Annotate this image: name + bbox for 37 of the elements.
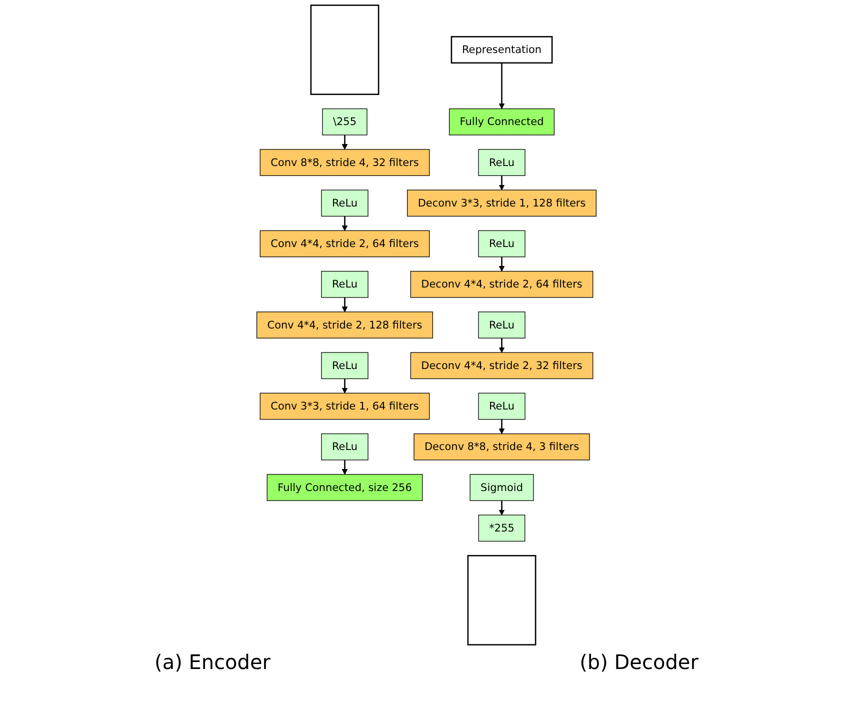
node-box: Conv 8*8, stride 4, 32 filters — [260, 149, 430, 176]
figure-caption: (a) Encoder — [154, 650, 271, 674]
arrow — [498, 176, 505, 190]
arrow — [342, 216, 348, 231]
node-box: ReLu — [321, 352, 368, 380]
arrow — [342, 134, 348, 150]
node-box: Fully Connected, size 256 — [266, 474, 423, 501]
node-box: ReLu — [321, 270, 368, 298]
node-box: Conv 3*3, stride 1, 64 filters — [260, 392, 430, 420]
node-box: Deconv 4*4, stride 2, 64 filters — [410, 270, 594, 298]
arrow — [342, 297, 348, 312]
figure-caption: (b) Decoder — [580, 650, 698, 674]
node-box — [310, 4, 380, 95]
node-box: ReLu — [478, 149, 526, 176]
node-box: *255 — [478, 514, 526, 542]
arrow — [498, 256, 505, 272]
arrow — [498, 62, 505, 110]
node-box: ReLu — [478, 392, 526, 420]
node-box: Fully Connected — [449, 108, 555, 136]
node-box: Conv 4*4, stride 2, 64 filters — [260, 230, 430, 258]
node-box: Deconv 3*3, stride 1, 128 filters — [407, 190, 597, 217]
node-box: Conv 4*4, stride 2, 128 filters — [256, 312, 434, 338]
node-box: \255 — [322, 108, 368, 136]
arrow — [498, 419, 505, 434]
node-box: Deconv 4*4, stride 2, 32 filters — [410, 352, 594, 380]
arrow — [498, 500, 505, 516]
node-box — [467, 555, 536, 646]
node-box: Deconv 8*8, stride 4, 3 filters — [414, 433, 590, 460]
node-box: ReLu — [321, 190, 368, 217]
node-box: ReLu — [321, 433, 368, 460]
node-box: Representation — [450, 36, 553, 64]
node-box: ReLu — [478, 312, 526, 338]
node-box: Sigmoid — [470, 474, 534, 501]
node-box: ReLu — [478, 230, 526, 258]
arrow — [342, 460, 348, 475]
arrow — [342, 378, 348, 394]
arrow — [498, 338, 505, 353]
